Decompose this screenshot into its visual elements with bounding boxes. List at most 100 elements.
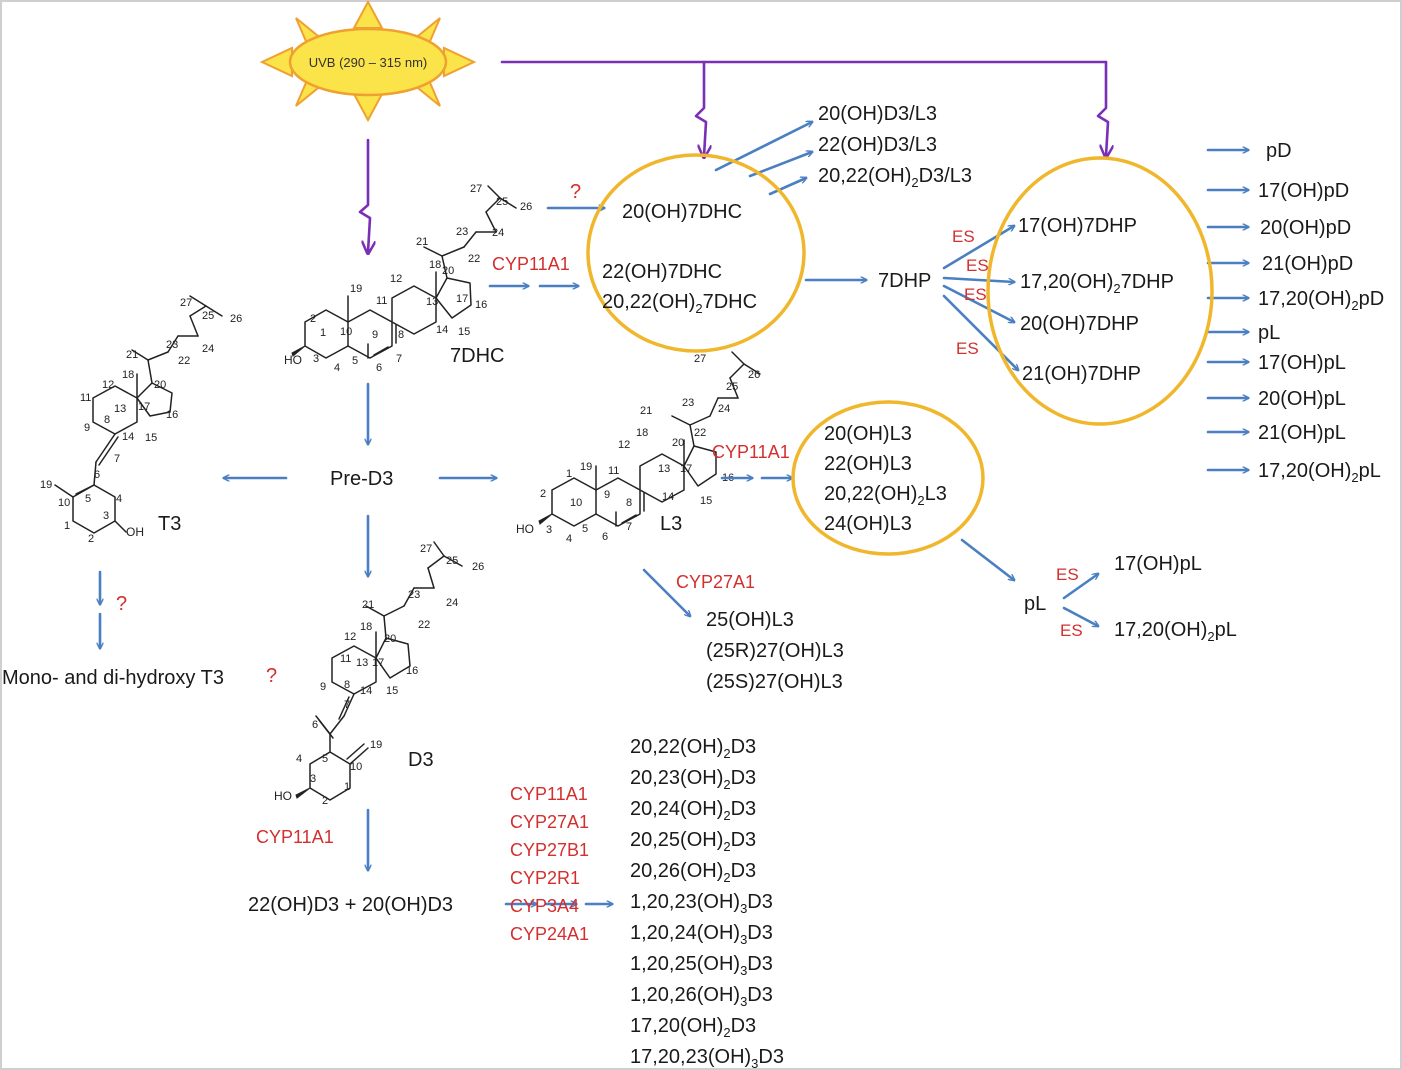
ho-group: HO [284,353,302,367]
svg-text:26: 26 [748,369,760,381]
enzyme-cyp11a1-l3: CYP11A1 [712,442,790,462]
svg-text:18: 18 [636,427,648,439]
dhp-product-0: pD [1266,140,1292,162]
ho-group-l3: HO [516,522,534,536]
d3-product-6: 1,20,24(OH)3D3 [630,922,773,947]
svg-text:22: 22 [694,427,706,439]
d3-product-4: 20,26(OH)2D3 [630,860,756,885]
svg-text:27: 27 [180,297,192,309]
dhc-circle-item-2: 20,22(OH)27DHC [602,291,757,316]
svg-text:20: 20 [672,437,684,449]
svg-text:3: 3 [103,510,109,522]
pl-product-1: 17,20(OH)2pL [1114,619,1237,644]
svg-text:18: 18 [360,621,372,633]
d3-products-list: 20,22(OH)2D320,23(OH)2D320,24(OH)2D320,2… [630,736,784,1070]
label-t3: T3 [158,513,181,535]
svg-text:14: 14 [662,491,674,503]
svg-text:7: 7 [396,353,402,365]
structure-7dhc: 1 2 3 4 5 6 7 8 9 10 11 12 13 14 15 16 1… [284,183,532,374]
label-d3: D3 [408,749,434,771]
svg-text:21: 21 [640,405,652,417]
svg-text:2: 2 [88,533,94,545]
dhp-product-9: 17,20(OH)2pL [1258,460,1381,485]
svg-text:17: 17 [456,293,468,305]
svg-text:12: 12 [390,273,402,285]
svg-text:16: 16 [475,299,487,311]
svg-text:13: 13 [356,657,368,669]
svg-text:2: 2 [310,313,316,325]
enzyme-es-4: ES [956,339,979,358]
label-7dhc: 7DHC [450,345,504,367]
svg-text:20: 20 [442,265,454,277]
svg-text:14: 14 [122,431,134,443]
svg-text:9: 9 [604,489,610,501]
dhp-circle-item-3: 21(OH)7DHP [1022,363,1141,385]
svg-text:15: 15 [145,432,157,444]
pl-product-0: 17(OH)pL [1114,553,1202,575]
dhp-product-4: 17,20(OH)2pD [1258,288,1384,313]
svg-text:12: 12 [102,379,114,391]
dhc-circle-item-0: 20(OH)7DHC [622,201,742,223]
svg-text:8: 8 [344,679,350,691]
structure-l3: 1 2 3 4 5 6 7 8 9 10 11 12 13 14 15 16 1… [516,351,761,545]
svg-text:17: 17 [680,463,692,475]
dhc-product-0: 20(OH)D3/L3 [818,103,937,125]
svg-text:10: 10 [350,761,362,773]
dhp-product-1: 17(OH)pD [1258,180,1349,202]
svg-text:22: 22 [178,355,190,367]
dhp-product-arrows [1206,150,1248,470]
d3-product-0: 20,22(OH)2D3 [630,736,756,761]
svg-text:14: 14 [360,685,372,697]
svg-text:13: 13 [114,403,126,415]
d3-product-9: 17,20(OH)2D3 [630,1015,756,1040]
l3-cyp27a1-product-1: (25R)27(OH)L3 [706,640,844,662]
d3-product-7: 1,20,25(OH)3D3 [630,953,773,978]
svg-text:9: 9 [320,681,326,693]
svg-text:19: 19 [40,479,52,491]
circle-7dhp-products [986,156,1214,426]
d3-enzyme-cyp3a4: CYP3A4 [510,896,579,916]
structure-t3: 19 10 5 4 3 2 1 6 7 8 9 11 12 13 14 15 1… [40,295,242,545]
dhc-product-2: 20,22(OH)2D3/L3 [818,165,972,190]
svg-text:5: 5 [85,493,91,505]
svg-text:19: 19 [370,739,382,751]
svg-text:23: 23 [682,397,694,409]
enzyme-es-6: ES [1060,621,1083,640]
svg-text:23: 23 [408,589,420,601]
label-l3: L3 [660,513,682,535]
dhc-product-1: 22(OH)D3/L3 [818,134,937,156]
svg-text:11: 11 [340,653,351,665]
dhc-products-list: 20(OH)D3/L3 22(OH)D3/L3 20,22(OH)2D3/L3 [818,103,972,190]
uvb-label: UVB (290 – 315 nm) [309,55,428,70]
flow-arrows [100,122,1098,904]
dhp-product-2: 20(OH)pD [1260,217,1351,239]
svg-text:20: 20 [384,633,396,645]
svg-text:19: 19 [580,461,592,473]
svg-text:7: 7 [344,699,350,711]
svg-text:9: 9 [372,329,378,341]
svg-text:15: 15 [386,685,398,697]
svg-text:27: 27 [694,353,706,365]
svg-text:27: 27 [420,543,432,555]
svg-text:13: 13 [658,463,670,475]
svg-text:26: 26 [230,313,242,325]
svg-text:21: 21 [126,349,138,361]
svg-text:11: 11 [80,392,91,404]
svg-text:8: 8 [104,414,110,426]
svg-text:2: 2 [540,488,546,500]
l3-circle-item-2: 20,22(OH)2L3 [824,483,947,508]
svg-text:25: 25 [496,196,508,208]
d3-enzyme-cyp11a1: CYP11A1 [510,784,588,804]
svg-text:6: 6 [312,719,318,731]
svg-text:1: 1 [344,781,350,793]
label-pl: pL [1024,593,1046,615]
l3-cyp27a1-product-2: (25S)27(OH)L3 [706,671,843,693]
enzyme-es-2: ES [966,256,989,275]
svg-text:8: 8 [398,329,404,341]
svg-text:26: 26 [472,561,484,573]
svg-text:3: 3 [310,773,316,785]
structure-d3: 11 12 13 14 15 16 17 18 20 21 22 23 24 2… [274,541,484,807]
svg-text:23: 23 [456,226,468,238]
